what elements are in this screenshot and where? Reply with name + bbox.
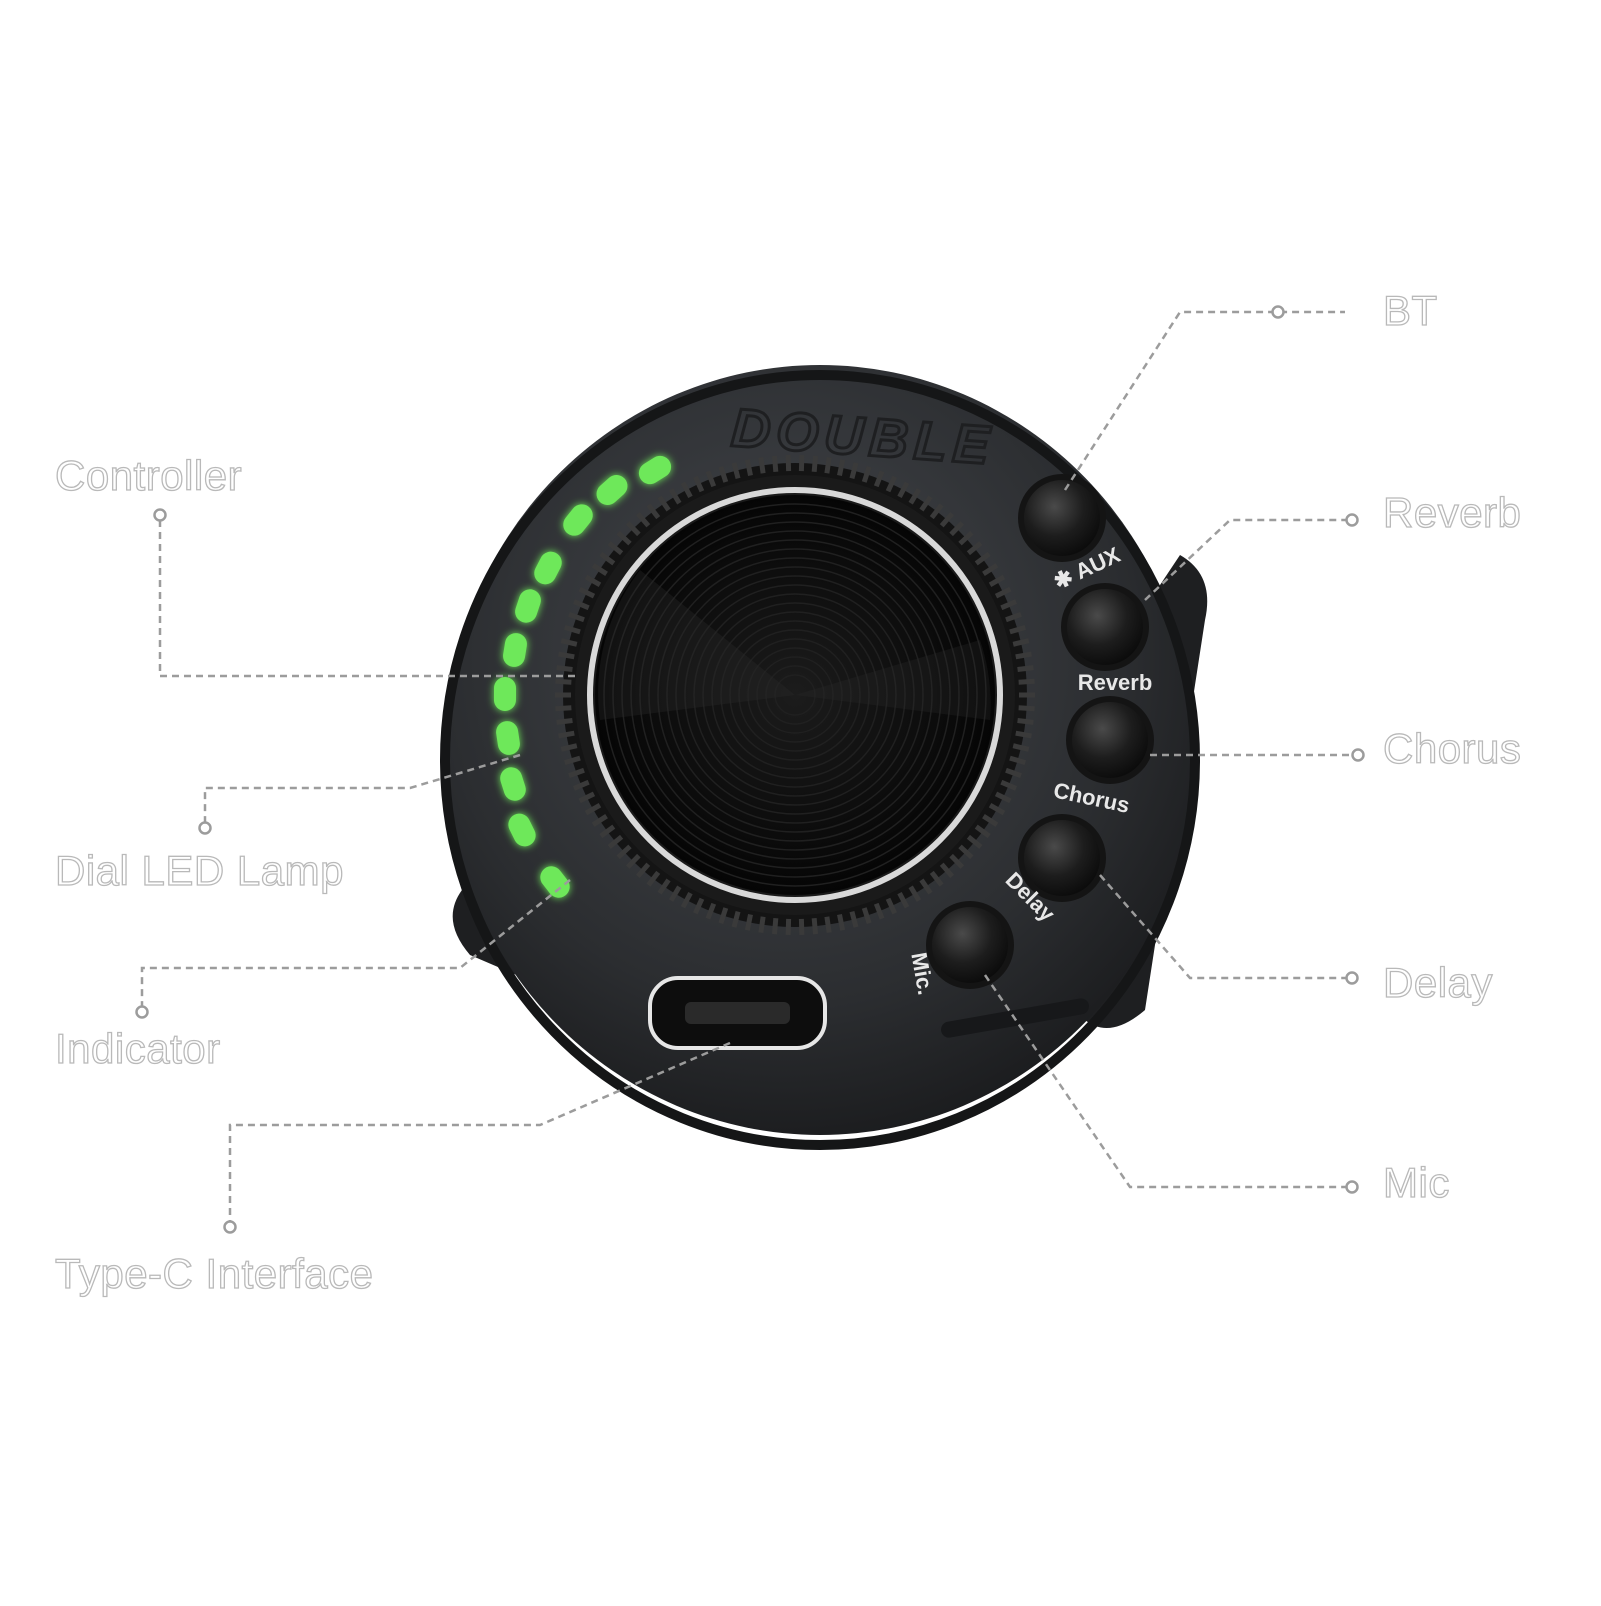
callout-delay: Delay — [1383, 962, 1493, 1004]
callout-bt: BT — [1383, 290, 1438, 332]
reverb-button[interactable] — [1067, 589, 1143, 665]
ring-tooth — [1018, 721, 1034, 723]
ring-tooth — [839, 915, 842, 931]
ring-tooth — [774, 456, 775, 472]
connector-dot — [137, 1007, 148, 1018]
callout-type-c-interface: Type-C Interface — [55, 1253, 373, 1295]
ring-tooth — [1018, 668, 1034, 670]
connector-dot — [1273, 307, 1284, 318]
ring-tooth — [1016, 654, 1032, 657]
ring-tooth — [747, 460, 750, 476]
ring-tooth — [1013, 746, 1029, 750]
ring-tooth — [555, 681, 571, 682]
ring-tooth — [827, 457, 829, 473]
connector-dot — [225, 1222, 236, 1233]
connector-dot — [1347, 515, 1358, 526]
callout-indicator: Indicator — [55, 1028, 221, 1070]
ring-tooth — [559, 654, 575, 657]
led-segment — [494, 677, 516, 711]
connector-line — [1065, 312, 1345, 490]
callout-mic: Mic — [1383, 1162, 1450, 1204]
callout-reverb: Reverb — [1383, 492, 1521, 534]
ring-tooth — [1019, 681, 1035, 682]
callout-dial-led-lamp: Dial LED Lamp — [55, 850, 344, 892]
callout-controller: Controller — [55, 455, 242, 497]
ring-tooth — [561, 746, 577, 750]
ring-tooth — [557, 668, 573, 670]
ring-tooth — [814, 456, 815, 472]
type-c-port-slot — [685, 1002, 790, 1024]
reverb-button-label: Reverb — [1078, 670, 1153, 695]
ring-tooth — [1016, 733, 1032, 736]
ring-tooth — [747, 915, 750, 931]
ring-tooth — [814, 918, 815, 934]
ring-tooth — [761, 457, 763, 473]
ring-tooth — [555, 708, 571, 709]
ring-tooth — [827, 917, 829, 933]
ring-tooth — [761, 917, 763, 933]
chorus-button[interactable] — [1072, 702, 1148, 778]
connector-dot — [1347, 1182, 1358, 1193]
connector-dot — [155, 510, 166, 521]
ring-tooth — [557, 721, 573, 723]
callout-chorus: Chorus — [1383, 728, 1521, 770]
ring-tooth — [1019, 708, 1035, 709]
ring-tooth — [1013, 641, 1029, 645]
ring-tooth — [561, 641, 577, 645]
connector-dot — [200, 823, 211, 834]
ring-tooth — [839, 460, 842, 476]
aux-button[interactable] — [1024, 480, 1100, 556]
connector-dot — [1353, 750, 1364, 761]
ring-tooth — [559, 733, 575, 736]
mic-button[interactable] — [932, 907, 1008, 983]
connector-dot — [1347, 973, 1358, 984]
ring-tooth — [774, 918, 775, 934]
